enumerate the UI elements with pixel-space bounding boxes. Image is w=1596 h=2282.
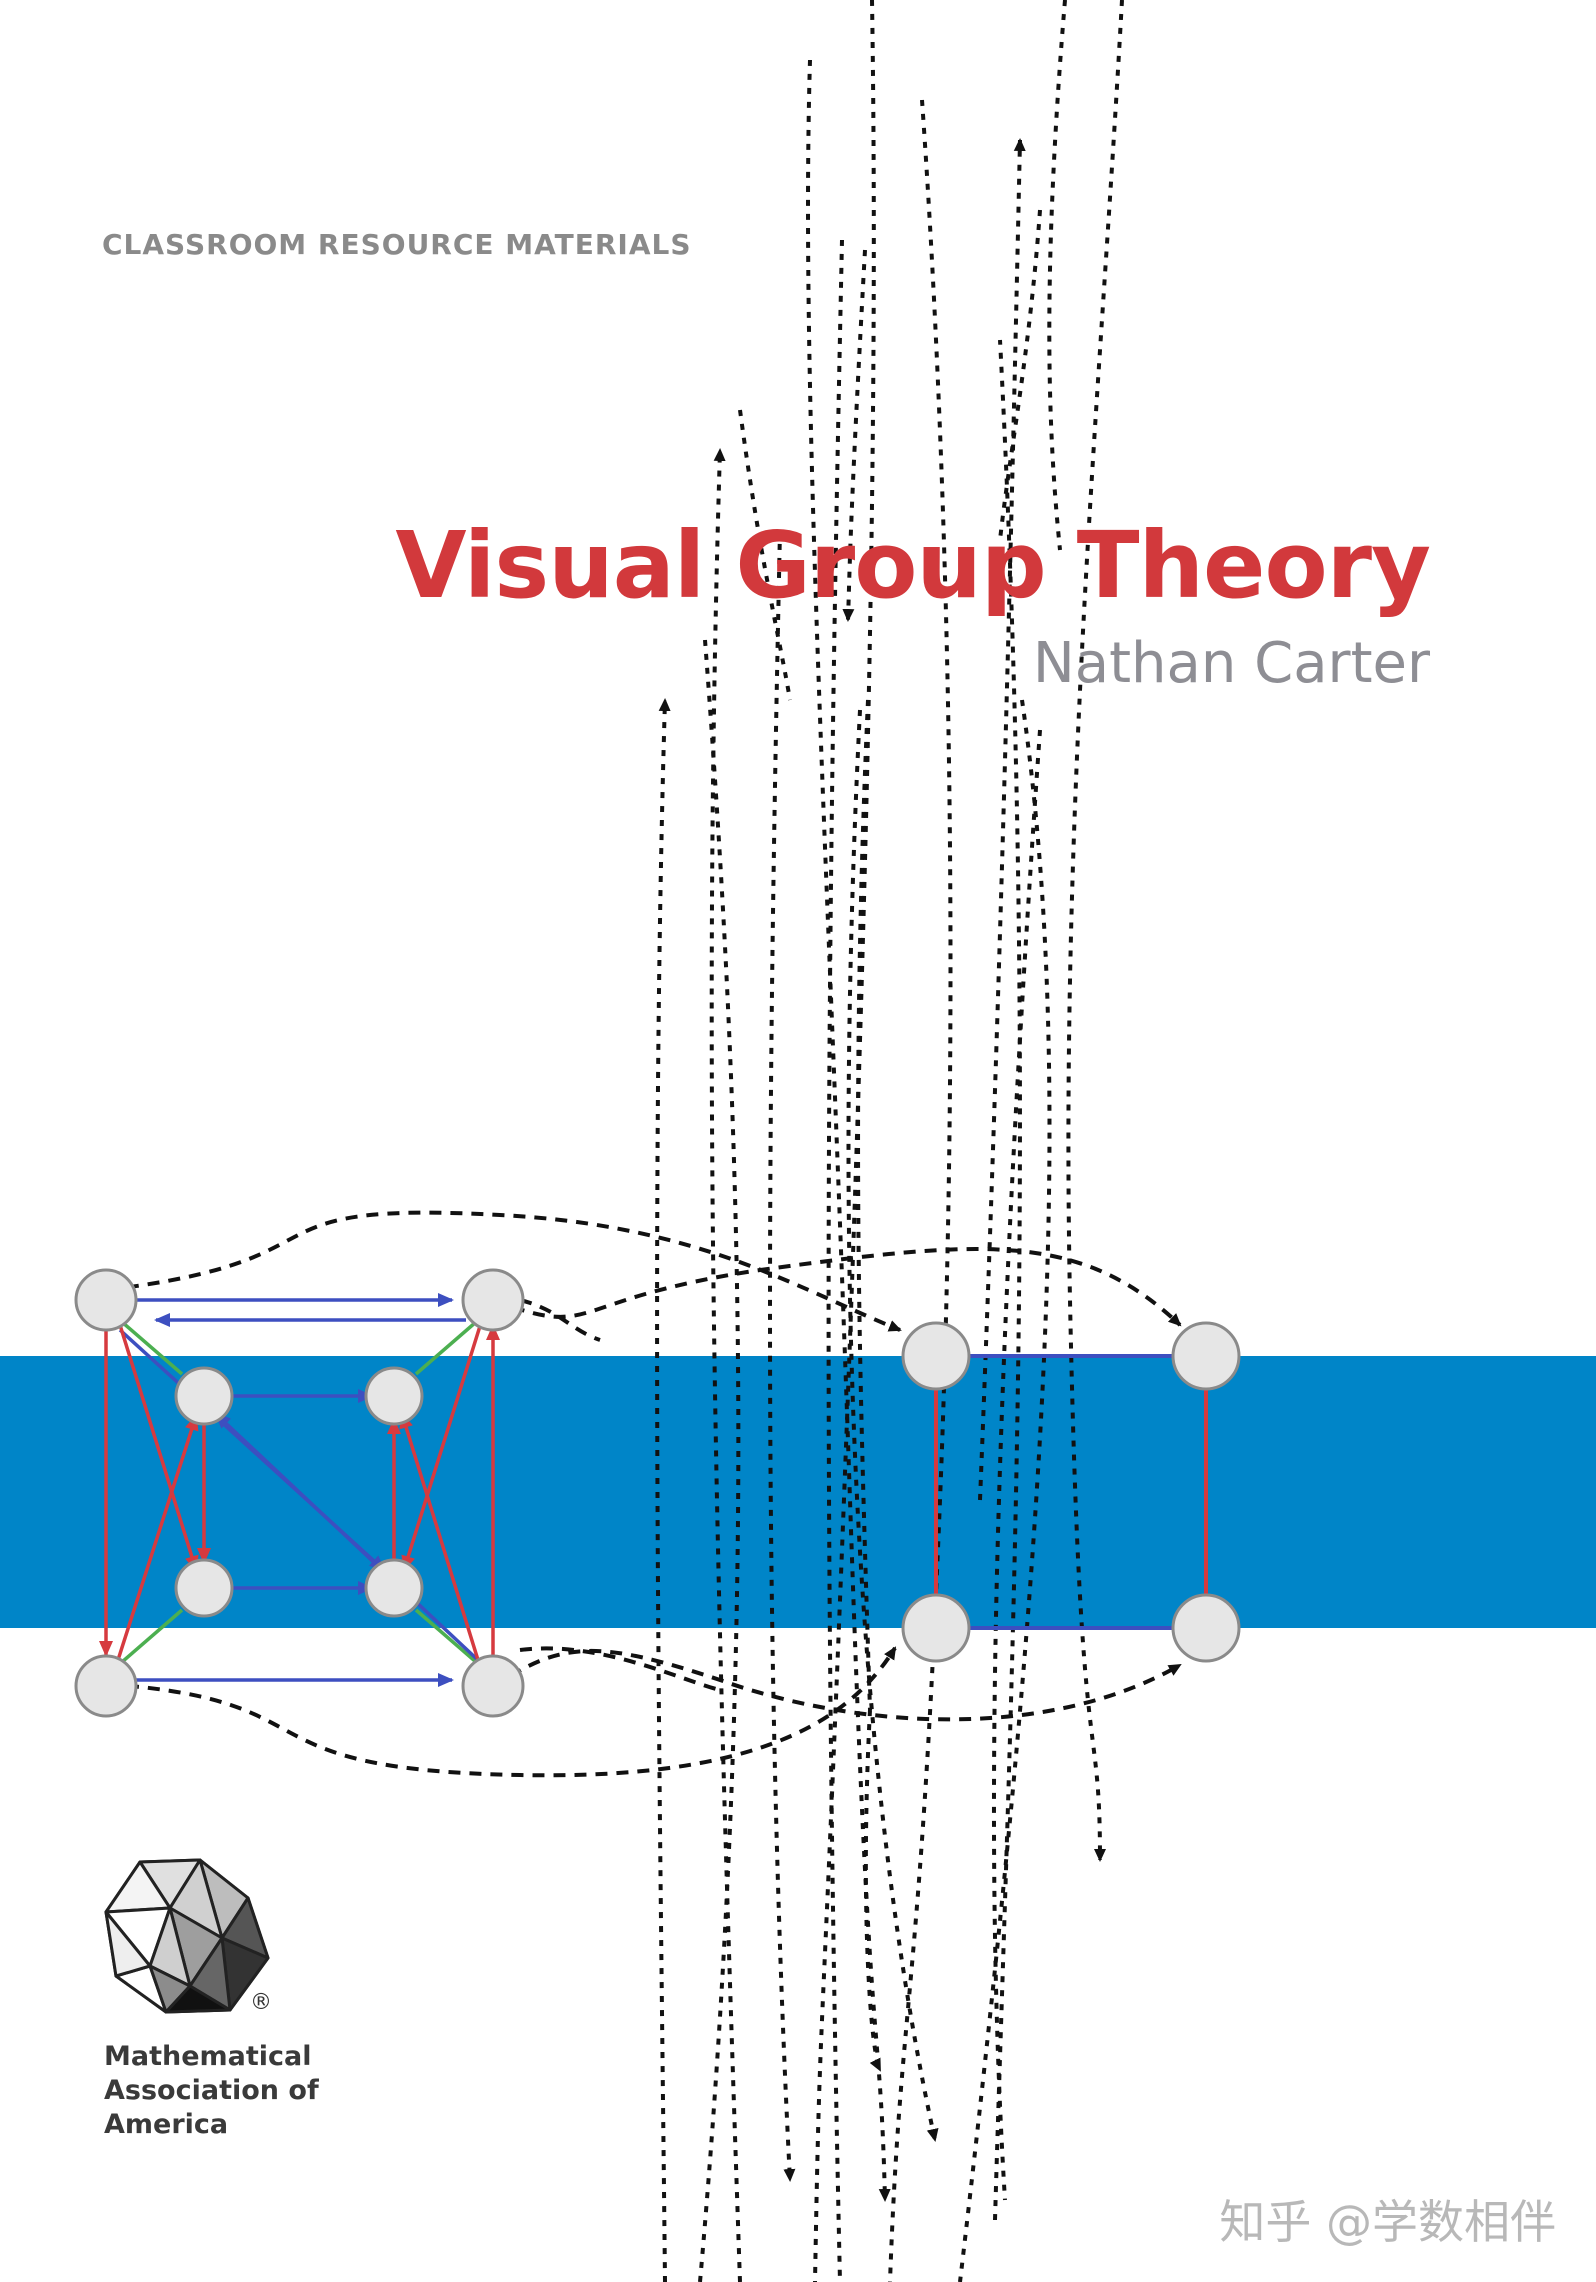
book-title: Visual Group Theory [395,512,1431,619]
publisher-line: America [104,2109,229,2140]
blue-band [0,1356,1596,1628]
publisher-line: Mathematical [104,2041,312,2072]
node [1171,1593,1241,1663]
graph-nodes [74,1268,1241,1718]
watermark: 知乎 @学数相伴 [1219,2195,1556,2249]
node [901,1593,971,1663]
publisher-line: Association of [104,2075,319,2106]
node [74,1268,138,1332]
node [364,1366,424,1426]
left-cayley-graph-edges [99,1293,500,1687]
vertical-dotted-lines [655,0,1124,2282]
icosahedron-logo-icon [104,1858,270,2014]
book-author: Nathan Carter [1032,631,1430,696]
registered-mark: ® [250,1990,272,2015]
node [174,1558,234,1618]
publisher-name: Mathematical Association of America [104,2040,364,2142]
node [364,1558,424,1618]
node [461,1654,525,1718]
series-label: CLASSROOM RESOURCE MATERIALS [102,228,692,261]
node [901,1321,971,1391]
node [461,1268,525,1332]
node [174,1366,234,1426]
right-graph-edges [934,1354,1208,1630]
node [74,1654,138,1718]
node [1171,1321,1241,1391]
dashed-connection-curves [105,1210,1182,1778]
